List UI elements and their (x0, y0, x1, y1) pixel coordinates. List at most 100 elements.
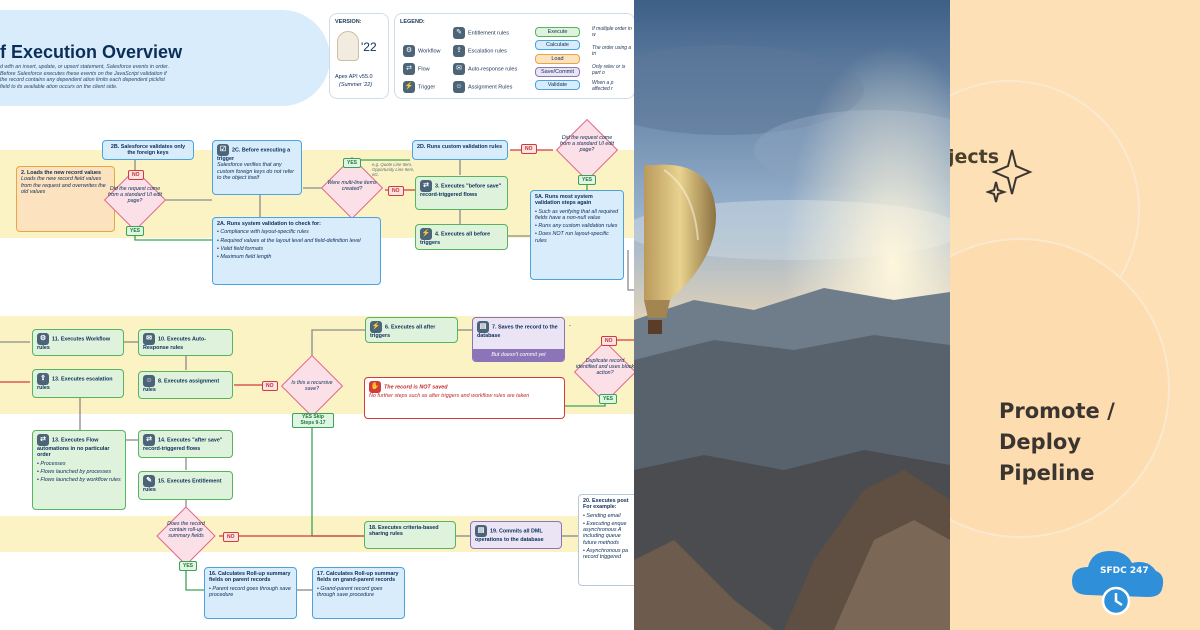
label-no-2: NO (388, 186, 404, 196)
step-2-title: 2. Loads the new record values (21, 170, 101, 176)
step-7-box: ▤7. Saves the record to the database But… (472, 317, 565, 362)
version-api: Apex API v55.0 (335, 74, 373, 80)
step-6-box: ⚡6. Executes all after triggers (365, 317, 458, 343)
decision-recursive-text: Is this a recursive save? (291, 380, 333, 392)
step-2b-title: 2B. Salesforce validates only the foreig… (110, 144, 186, 157)
step-10-title: ✉10. Executes Auto-Response rules (143, 333, 207, 351)
promo-title-line: Deploy (999, 430, 1082, 454)
step-17-item: Grand-parent record goes through save pr… (317, 585, 383, 598)
label-yes-6: YES (179, 561, 198, 571)
step-2-box: 2. Loads the new record values Loads the… (16, 166, 115, 232)
step-2a-item: Compliance with layout-specific rules (220, 229, 309, 236)
legend-load: Load (535, 54, 580, 64)
flow-icon-3: ⇄ (420, 180, 432, 192)
legend-flow: ⇄Flow (403, 63, 430, 75)
promo-title: Promote / Deploy Pipeline (999, 396, 1115, 489)
decision-rollup-text: Does the record contain roll-up summary … (167, 521, 205, 539)
decision-standard-ui-text: Did the request come from a standard UI … (108, 186, 162, 204)
step-20-title: 20. Executes post For example: (583, 498, 629, 511)
note-multiline: e.g. Quote Line Item, Opportunity Line I… (372, 162, 415, 177)
diagram-intro: d with an insert, update, or upsert stat… (0, 64, 170, 90)
label-no-1: NO (128, 170, 144, 180)
step-20-item: Sending email (586, 512, 621, 519)
version-release: (Summer '22) (339, 82, 373, 88)
legend-workflow: ⚙Workflow (403, 45, 441, 57)
legend-assignment: ☺Assignment Rules (453, 81, 512, 93)
autoresponse-icon: ✉ (453, 63, 465, 75)
diagram-header: f Execution Overview d with an insert, u… (0, 10, 330, 106)
trigger-icon-6: ⚡ (370, 321, 382, 333)
legend-autoresponse: ✉Auto-response rules (453, 63, 517, 75)
step-17-list: Grand-parent record goes through save pr… (317, 586, 400, 599)
label-no-4: NO (601, 336, 617, 346)
promo-panel: jects Promote / Deploy Pipeline SFDC 247 (950, 0, 1200, 630)
step-20-box: 20. Executes post For example: Sending e… (578, 494, 634, 586)
step-2a-box: 2A. Runs system validation to check for:… (212, 217, 381, 285)
step-18-title: 18. Executes criteria-based sharing rule… (369, 525, 439, 538)
partial-heading: jects (950, 146, 1000, 168)
step-5a-list: Such as verifying that all required fiel… (535, 209, 619, 244)
mascot-icon (337, 31, 359, 61)
step-3-title: ⇄3. Executes "before save" record-trigge… (420, 180, 502, 198)
legend-note-3: Only relev or is part o (592, 64, 626, 76)
promo-title-line: Pipeline (999, 461, 1095, 485)
step-7-note: But doesn't commit yet (473, 349, 564, 361)
step-2a-title: 2A. Runs system validation to check for: (217, 221, 321, 227)
step-10-box: ✉10. Executes Auto-Response rules (138, 329, 233, 356)
label-no-6: NO (223, 532, 239, 542)
decision-duplicate-text: Duplicate record identified and uses blo… (575, 358, 634, 376)
stop-icon: ✋ (369, 381, 381, 393)
version-panel: VERSION: '22 Apex API v55.0 (Summer '22) (330, 14, 388, 98)
step-14-title: ⇄14. Executes "after save" record-trigge… (143, 434, 223, 452)
database-icon: ▤ (477, 321, 489, 333)
sparkle-icon (986, 149, 1033, 203)
decision-standard-ui-2-text: Did the request come from a standard UI … (560, 135, 614, 153)
brand-label: SFDC 247 (1100, 566, 1149, 576)
step-13a-title: ⇪13. Executes escalation rules (37, 373, 113, 391)
connector-lines (0, 149, 634, 591)
version-badge: '22 (361, 40, 377, 54)
legend-note-4: When a p affected r (592, 80, 614, 92)
step-5a-box: 5A. Runs most system validation steps ag… (530, 190, 624, 280)
trigger-icon-4: ⚡ (420, 228, 432, 240)
step-17-box: 17. Calculates Roll-up summary fields on… (312, 567, 405, 619)
legend-execute: Execute (535, 27, 580, 37)
not-saved-box: ✋The record is NOT saved No further step… (364, 377, 565, 419)
step-20-item: Executing enque asynchronous A including… (583, 520, 627, 546)
trigger-icon: ⚡ (403, 81, 415, 93)
step-5a-item: Does NOT run layout-specific rules (535, 231, 609, 244)
label-yes-1: YES (126, 226, 145, 236)
step-2a-item: Required values at the layout level and … (220, 237, 361, 244)
escalation-icon-13: ⇪ (37, 373, 49, 385)
step-2a-item: Maximum field length (220, 254, 272, 261)
label-skip: YES Skip Steps 9-17 (292, 413, 334, 428)
label-yes-3: YES (578, 175, 597, 185)
step-13b-item: Processes (40, 460, 66, 467)
step-2d-box: 2D. Runs custom validation rules (412, 140, 508, 160)
database-icon-19: ▤ (475, 525, 487, 537)
workflow-icon-11: ⚙ (37, 333, 49, 345)
step-19-title: ▤19. Commits all DML operations to the d… (475, 525, 544, 543)
diagram-title: f Execution Overview (0, 42, 183, 62)
legend-calculate: Calculate (535, 40, 580, 50)
flow-icon-13: ⇄ (37, 434, 49, 446)
step-11-title: ⚙11. Executes Workflow rules (37, 333, 111, 351)
legend-escalation: ⇪Escalation rules (453, 45, 507, 57)
step-13b-list: Processes Flows launched by processes Fl… (37, 461, 121, 484)
legend-validate: Validate (535, 80, 580, 90)
step-16-item: Parent record goes through save procedur… (209, 585, 291, 598)
step-13b-item: Flows launched by workflow rules (40, 477, 121, 484)
step-20-list: Sending email Executing enque asynchrono… (583, 513, 633, 561)
legend-savecommit: Save/Commit (535, 67, 580, 77)
step-13a-box: ⇪13. Executes escalation rules (32, 369, 124, 398)
not-saved-title: ✋The record is NOT saved (369, 381, 560, 393)
step-13b-item: Flows launched by processes (40, 468, 112, 475)
step-5a-title: 5A. Runs most system validation steps ag… (535, 194, 593, 207)
legend-label: LEGEND: (400, 19, 425, 25)
promo-circle-2 (950, 238, 1170, 538)
step-2c-body: Salesforce verifies that any custom fore… (217, 162, 295, 181)
step-7-title: ▤7. Saves the record to the database (477, 321, 558, 339)
assignment-icon: ☺ (453, 81, 465, 93)
label-no-5: NO (262, 381, 278, 391)
step-6-title: ⚡6. Executes all after triggers (370, 321, 436, 339)
